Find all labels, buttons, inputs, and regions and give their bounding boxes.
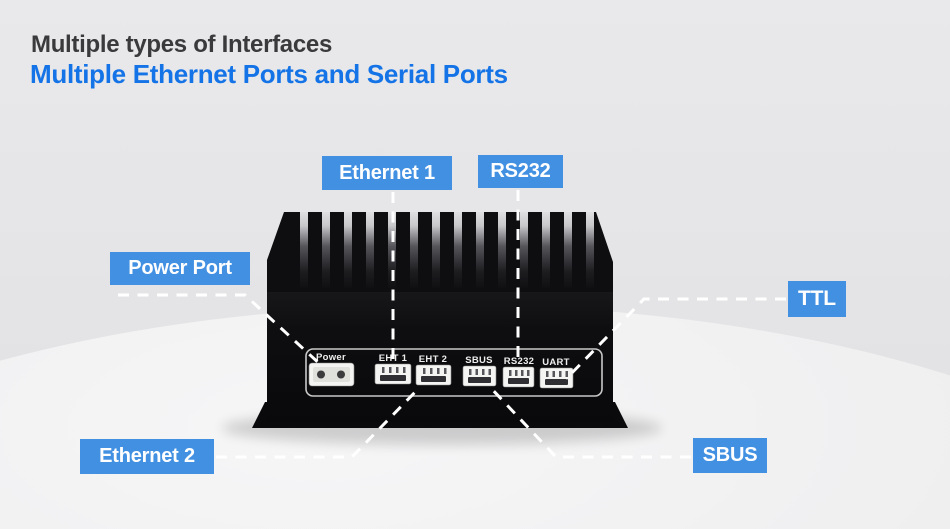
port-label-sbus: SBUS xyxy=(465,355,493,366)
port-label-uart: UART xyxy=(542,357,570,368)
callout-ethernet1: Ethernet 1 xyxy=(322,156,452,190)
callout-ttl: TTL xyxy=(788,281,846,317)
port-label-power: Power xyxy=(316,352,346,363)
eht1-connector xyxy=(374,363,412,385)
device: Power EHT 1 EHT 2 SBUS RS232 UART xyxy=(252,212,628,428)
page-title: Multiple types of Interfaces xyxy=(31,31,332,58)
port-label-eht2: EHT 2 xyxy=(419,354,447,365)
sbus-connector xyxy=(462,365,497,387)
uart-connector xyxy=(539,367,574,389)
callout-rs232: RS232 xyxy=(478,155,563,188)
heatsink-fins xyxy=(286,212,596,288)
page-subtitle: Multiple Ethernet Ports and Serial Ports xyxy=(30,59,508,89)
leader-line-power-port xyxy=(118,293,324,368)
leader-line-ethernet2 xyxy=(216,385,422,459)
port-label-rs232: RS232 xyxy=(504,356,535,367)
leader-line-sbus xyxy=(487,384,691,459)
io-panel-outline xyxy=(305,348,603,397)
leader-lines xyxy=(118,190,786,459)
callout-ethernet2: Ethernet 2 xyxy=(80,439,214,474)
leader-line-ttl xyxy=(564,297,786,381)
rs232-connector xyxy=(502,366,535,388)
eht2-connector xyxy=(415,364,452,386)
power-connector xyxy=(308,362,355,387)
callout-power-port: Power Port xyxy=(110,252,250,285)
device-body xyxy=(267,280,613,422)
callout-sbus: SBUS xyxy=(693,438,767,473)
